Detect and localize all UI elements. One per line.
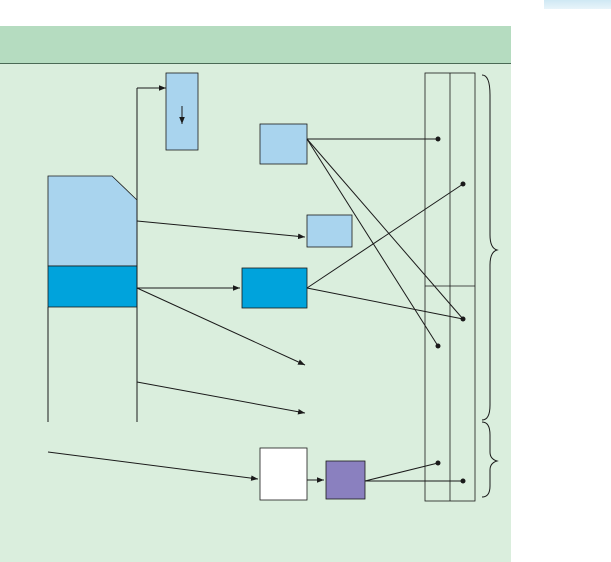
link-cyan-box-to-table [306,287,464,320]
small-middle-box [306,214,353,248]
arrow-doc-lower [136,381,306,415]
source-document [47,88,138,422]
document-highlight-band [47,265,138,308]
cyan-middle-box [241,267,308,309]
document-top-block [47,175,138,267]
arrow-doc-to-small-box [136,220,306,240]
arrow-left-to-white-box [47,451,259,481]
lower-white-box [259,447,308,501]
link-upper-box-to-table [306,138,439,347]
lower-brace [481,421,499,498]
link-cyan-box-to-table [306,183,464,289]
purple-box [325,460,366,500]
corner-accent-tab [544,0,611,9]
top-small-box [165,72,199,151]
link-upper-box-to-table [306,138,464,320]
header-band [0,26,511,63]
header-divider [0,63,511,64]
upper-brace [481,74,499,421]
right-table [424,72,476,502]
upper-middle-box [259,123,308,165]
link-purple-box-to-table [364,462,439,482]
arrow-doc-downward [136,287,306,366]
